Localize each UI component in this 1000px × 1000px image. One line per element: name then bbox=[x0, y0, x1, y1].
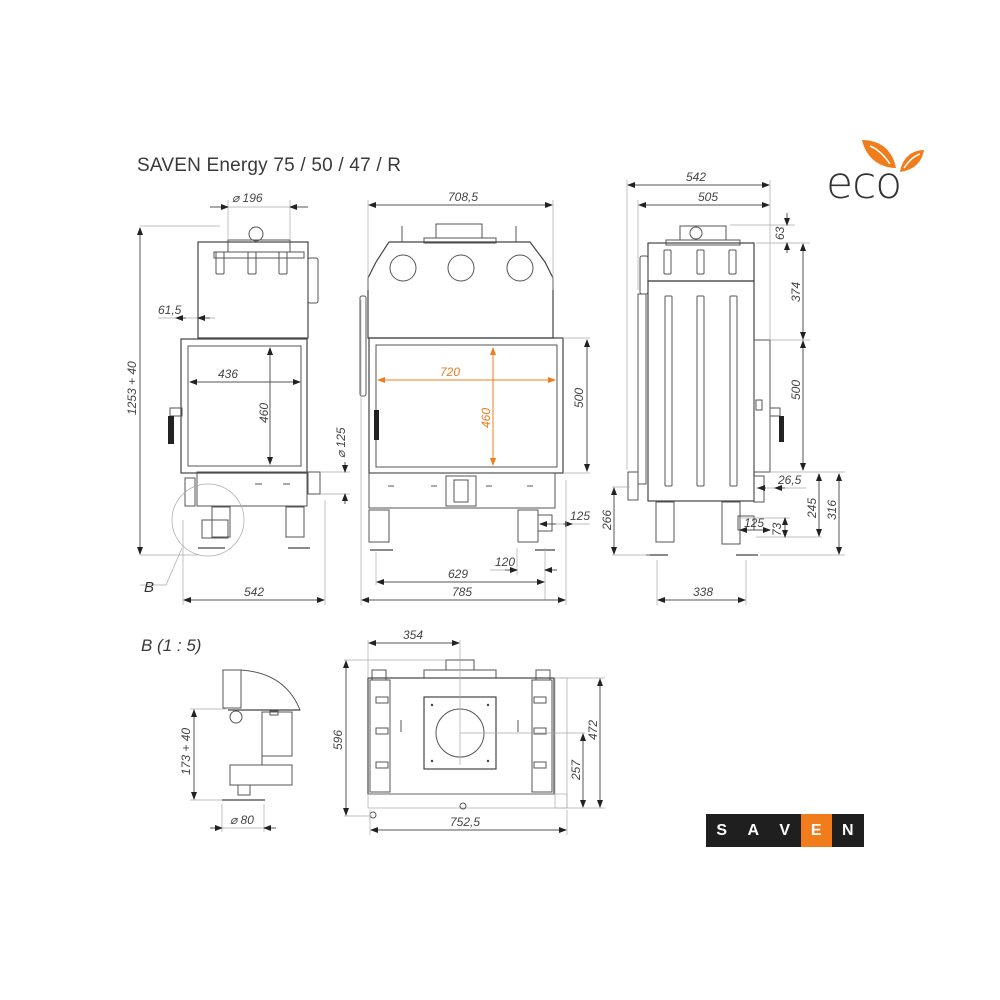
dim-offset: 61,5 bbox=[158, 303, 182, 317]
dim-door-height: 500 bbox=[572, 388, 586, 408]
dim-inlet-height: 73 bbox=[770, 522, 784, 536]
dim-inner-width: 505 bbox=[698, 190, 718, 204]
dim-leg-spacing-small: 120 bbox=[495, 555, 515, 569]
dim-door-width: 436 bbox=[218, 367, 238, 381]
dim-door-height: 460 bbox=[257, 403, 271, 423]
dim-width: 542 bbox=[244, 585, 264, 599]
dim-leg-spacing: 338 bbox=[693, 585, 713, 599]
dim-glass-height: 460 bbox=[479, 408, 493, 428]
top-view bbox=[367, 659, 568, 819]
dim-glass-width: 720 bbox=[440, 365, 460, 379]
front-view-dimensions: 708,5 720 460 500 125 120 629 785 bbox=[360, 190, 590, 605]
brand-letter-highlight: E bbox=[800, 814, 832, 847]
detail-b-view bbox=[222, 669, 301, 801]
dim-base-height: 316 bbox=[825, 500, 839, 520]
saven-brand-logo: S A V E N bbox=[706, 814, 864, 847]
dim-flue-diameter: ⌀ 196 bbox=[232, 191, 263, 205]
brand-letter: A bbox=[747, 822, 760, 839]
dim-depth: 596 bbox=[331, 730, 345, 750]
detail-b-marker: B bbox=[144, 579, 154, 596]
dim-flue-offset: 354 bbox=[403, 628, 423, 642]
brand-letter: V bbox=[779, 822, 791, 839]
side-view-right-dimensions: 542 505 63 374 500 26,5 245 316 125 73 bbox=[600, 170, 845, 605]
dim-door-height: 500 bbox=[789, 380, 803, 400]
dim-side-depth: 472 bbox=[586, 720, 600, 740]
dim-upper-height: 374 bbox=[789, 282, 803, 302]
detail-b-title: B (1 : 5) bbox=[141, 636, 202, 655]
dim-air-inlet: ⌀ 125 bbox=[334, 427, 348, 458]
dim-flue-depth: 257 bbox=[569, 759, 583, 781]
dim-width: 785 bbox=[452, 585, 472, 599]
dim-detail-height: 173 + 40 bbox=[179, 728, 193, 775]
dim-inlet-width: 125 bbox=[744, 516, 764, 530]
front-view bbox=[359, 223, 564, 551]
dim-height-total: 1253 + 40 bbox=[125, 361, 139, 415]
dim-leg-offset: 125 bbox=[570, 509, 590, 523]
dim-width: 752,5 bbox=[450, 815, 480, 829]
dim-outer-width: 542 bbox=[686, 170, 706, 184]
side-view-left-dimensions: ⌀ 196 1253 + 40 61,5 436 460 ⌀ 125 542 B bbox=[125, 191, 350, 605]
detail-b-dimensions: 173 + 40 ⌀ 80 bbox=[179, 708, 276, 832]
dim-top-width: 708,5 bbox=[448, 190, 478, 204]
dim-step: 26,5 bbox=[777, 473, 802, 487]
top-view-dimensions: 354 596 472 257 752,5 bbox=[331, 628, 605, 835]
side-view-right bbox=[627, 225, 784, 556]
dim-air-height: 245 bbox=[805, 498, 819, 519]
dim-foot-diameter: ⌀ 80 bbox=[230, 813, 254, 827]
dim-leg-spacing: 629 bbox=[448, 567, 468, 581]
brand-letter: S bbox=[716, 822, 728, 839]
dim-collar-height: 63 bbox=[773, 226, 787, 240]
eco-leaf-icon bbox=[862, 140, 924, 172]
eco-logo-text: eco bbox=[826, 158, 902, 209]
side-view-left bbox=[165, 226, 321, 586]
drawing-title: SAVEN Energy 75 / 50 / 47 / R bbox=[137, 155, 402, 176]
dim-leg-height: 266 bbox=[600, 510, 614, 531]
brand-letter: N bbox=[841, 822, 854, 839]
